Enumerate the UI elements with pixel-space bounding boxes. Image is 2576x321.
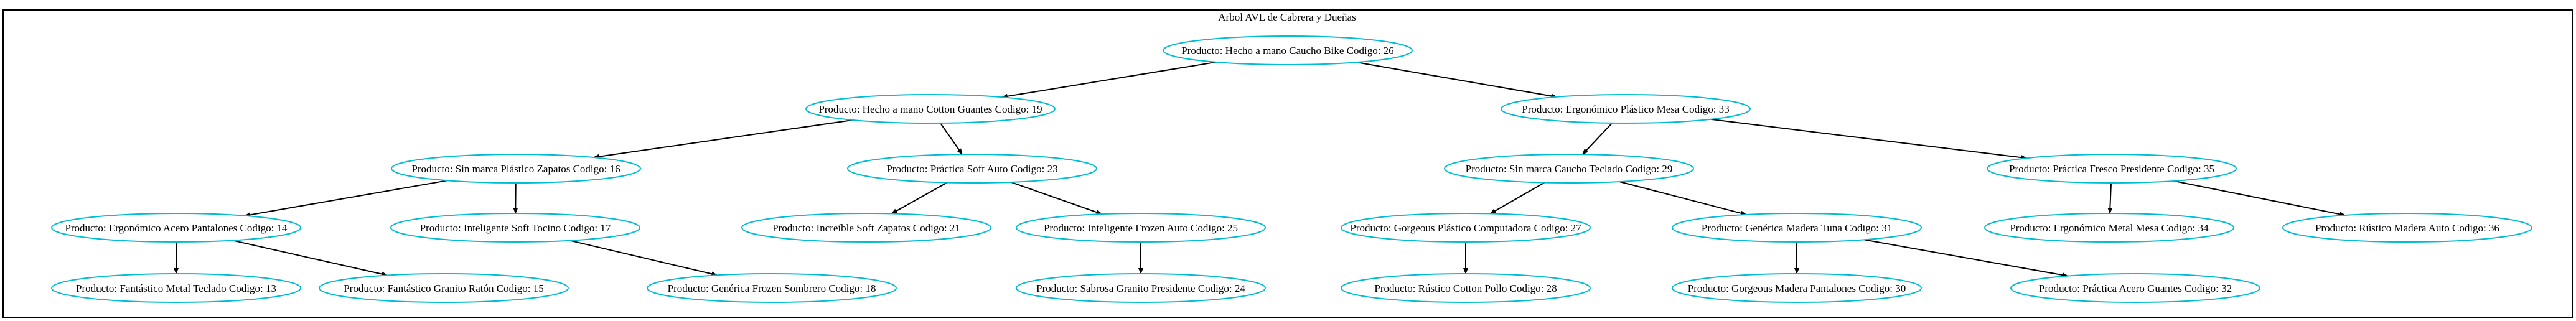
tree-node: Producto: Genérica Frozen Sombrero Codig… [647, 273, 897, 303]
edge-n33-n29 [1581, 123, 1613, 155]
tree-node: Producto: Ergonómico Acero Pantalones Co… [51, 213, 301, 243]
edge-n33-n35 [1710, 118, 2028, 160]
tree-node-ellipse [805, 94, 1056, 124]
tree-node-ellipse [1341, 273, 1591, 303]
tree-node-label: Producto: Gorgeous Plástico Computadora … [1350, 222, 1581, 234]
tree-node-label: Producto: Inteligente Frozen Auto Codigo… [1044, 222, 1238, 234]
edge-n16-n17 [513, 182, 518, 214]
tree-node: Producto: Sabrosa Granito Presidente Cod… [1016, 273, 1266, 303]
tree-node-label: Producto: Ergonómico Metal Mesa Codigo: … [2010, 222, 2209, 234]
tree-node: Producto: Inteligente Frozen Auto Codigo… [1016, 213, 1266, 243]
edge-n14-n15 [232, 240, 388, 277]
tree-node: Producto: Inteligente Soft Tocino Codigo… [390, 213, 640, 243]
tree-node-ellipse [2010, 273, 2260, 303]
tree-node-ellipse [390, 213, 640, 243]
tree-node: Producto: Increíble Soft Zapatos Codigo:… [741, 213, 991, 243]
tree-node-label: Producto: Fantástico Metal Teclado Codig… [76, 282, 276, 294]
tree-node-label: Producto: Gorgeous Madera Pantalones Cod… [1688, 282, 1906, 294]
tree-node-ellipse [1987, 154, 2237, 184]
nodes-layer: Producto: Hecho a mano Caucho Bike Codig… [51, 35, 2532, 303]
edges-layer [174, 61, 2346, 278]
graph-title: Arbol AVL de Cabrera y Dueñas [1218, 11, 1356, 23]
tree-node-ellipse [51, 273, 301, 303]
tree-node: Producto: Gorgeous Plástico Computadora … [1341, 213, 1591, 243]
tree-node: Producto: Ergonómico Metal Mesa Codigo: … [1984, 213, 2234, 243]
tree-node-ellipse [1984, 213, 2234, 243]
tree-node: Producto: Hecho a mano Cotton Guantes Co… [805, 94, 1056, 124]
edge-n35-n36 [2173, 180, 2346, 217]
edge-n35-n34 [2107, 182, 2113, 214]
tree-node-label: Producto: Increíble Soft Zapatos Codigo:… [772, 222, 960, 234]
tree-node-label: Producto: Genérica Madera Tuna Codigo: 3… [1702, 222, 1892, 234]
tree-node: Producto: Sin marca Caucho Teclado Codig… [1444, 154, 1694, 184]
tree-node: Producto: Gorgeous Madera Pantalones Cod… [1672, 273, 1922, 303]
tree-node-label: Producto: Rústico Cotton Pollo Codigo: 2… [1374, 282, 1557, 294]
edge-n29-n31 [1619, 181, 1747, 216]
edge-n23-n25 [1011, 181, 1103, 215]
tree-node-ellipse [847, 154, 1097, 184]
edge-n19-n16 [592, 119, 853, 159]
tree-node-label: Producto: Rústico Madera Auto Codigo: 36 [2315, 222, 2499, 234]
tree-node-label: Producto: Inteligente Soft Tocino Codigo… [420, 222, 611, 234]
tree-node-label: Producto: Hecho a mano Caucho Bike Codig… [1181, 45, 1393, 57]
edge-n31-n32 [1864, 239, 2069, 278]
tree-node-label: Producto: Práctica Fresco Presidente Cod… [2009, 163, 2214, 175]
tree-node-label: Producto: Práctica Acero Guantes Codigo:… [2039, 282, 2232, 294]
tree-node: Producto: Genérica Madera Tuna Codigo: 3… [1672, 213, 1922, 243]
tree-node: Producto: Práctica Fresco Presidente Cod… [1987, 154, 2237, 184]
tree-node-ellipse [1341, 213, 1591, 243]
tree-node-label: Producto: Sin marca Plástico Zapatos Cod… [411, 163, 620, 175]
tree-node: Producto: Práctica Acero Guantes Codigo:… [2010, 273, 2260, 303]
edge-n23-n21 [891, 182, 948, 215]
tree-node-ellipse [1016, 213, 1266, 243]
tree-node-ellipse [1163, 35, 1413, 65]
edge-n16-n14 [244, 180, 447, 218]
tree-node-ellipse [1016, 273, 1266, 303]
tree-node-ellipse [647, 273, 897, 303]
tree-node-label: Producto: Sin marca Caucho Teclado Codig… [1466, 163, 1673, 175]
tree-node-ellipse [1444, 154, 1694, 184]
tree-node-ellipse [319, 273, 569, 303]
tree-node-label: Producto: Ergonómico Plástico Mesa Codig… [1522, 103, 1730, 115]
tree-node: Producto: Rústico Madera Auto Codigo: 36 [2282, 213, 2532, 243]
tree-node: Producto: Fantástico Granito Ratón Codig… [319, 273, 569, 303]
tree-node: Producto: Ergonómico Plástico Mesa Codig… [1501, 94, 1751, 124]
tree-node: Producto: Hecho a mano Caucho Bike Codig… [1163, 35, 1413, 65]
tree-node-label: Producto: Hecho a mano Cotton Guantes Co… [818, 103, 1042, 115]
edge-n19-n23 [940, 123, 963, 155]
tree-node-label: Producto: Genérica Frozen Sombrero Codig… [668, 282, 876, 294]
tree-node-label: Producto: Sabrosa Granito Presidente Cod… [1036, 282, 1245, 294]
tree-node: Producto: Fantástico Metal Teclado Codig… [51, 273, 301, 303]
tree-node: Producto: Rústico Cotton Pollo Codigo: 2… [1341, 273, 1591, 303]
tree-node-label: Producto: Práctica Soft Auto Codigo: 23 [886, 163, 1057, 175]
edge-n29-n27 [1489, 182, 1545, 215]
tree-node-ellipse [1672, 213, 1922, 243]
edge-n26-n33 [1356, 62, 1558, 99]
tree-node: Producto: Práctica Soft Auto Codigo: 23 [847, 154, 1097, 184]
tree-node-ellipse [2282, 213, 2532, 243]
edge-n17-n18 [569, 240, 718, 277]
tree-node-ellipse [1501, 94, 1751, 124]
tree-node-ellipse [51, 213, 301, 243]
tree-node: Producto: Sin marca Plástico Zapatos Cod… [391, 154, 641, 184]
graph-frame [2, 9, 2573, 318]
tree-node-ellipse [1672, 273, 1922, 303]
tree-node-label: Producto: Ergonómico Acero Pantalones Co… [65, 222, 288, 234]
tree-node-ellipse [391, 154, 641, 184]
tree-node-ellipse [741, 213, 991, 243]
tree-node-label: Producto: Fantástico Granito Ratón Codig… [344, 282, 544, 294]
edge-n26-n19 [1001, 61, 1217, 99]
